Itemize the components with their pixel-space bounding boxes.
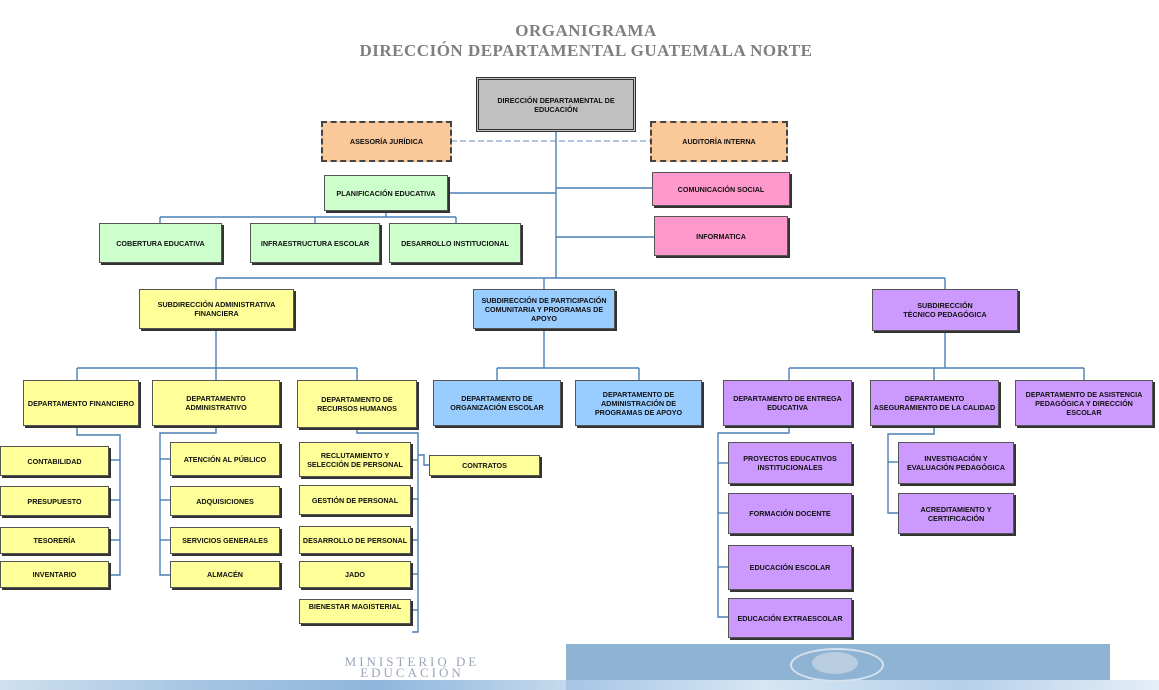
- node-almacen: ALMACÉN: [170, 561, 280, 588]
- node-departamento-aseguramiento: DEPARTAMENTO ASEGURAMIENTO DE LA CALIDAD: [870, 380, 999, 426]
- node-desarrollo-personal: DESARROLLO DE PERSONAL: [299, 526, 411, 554]
- node-departamento-administrativo: DEPARTAMENTO ADMINISTRATIVO: [152, 380, 280, 426]
- node-desarrollo-institucional: DESARROLLO INSTITUCIONAL: [389, 223, 521, 263]
- chart-title-line1: ORGANIGRAMA: [515, 21, 657, 40]
- node-subdireccion-tecnico: SUBDIRECCIÓN TÉCNICO PEDAGÓGICA: [872, 289, 1018, 331]
- node-inventario: INVENTARIO: [0, 561, 109, 588]
- node-informatica: INFORMATICA: [654, 216, 788, 256]
- node-investigacion-evaluacion: INVESTIGACIÓN Y EVALUACIÓN PEDAGÓGICA: [898, 442, 1014, 484]
- node-bienestar-magisterial: BIENESTAR MAGISTERIAL: [299, 599, 411, 624]
- node-departamento-asistencia: DEPARTAMENTO DE ASISTENCIA PEDAGÓGICA Y …: [1015, 380, 1153, 426]
- node-planificacion-educativa: PLANIFICACIÓN EDUCATIVA: [324, 175, 448, 211]
- node-subdireccion-participacion: SUBDIRECCIÓN DE PARTICIPACIÓN COMUNITARI…: [473, 289, 615, 329]
- node-acreditamiento-certificacion: ACREDITAMIENTO Y CERTIFICACIÓN: [898, 493, 1014, 534]
- node-gestion-personal: GESTIÓN DE PERSONAL: [299, 485, 411, 515]
- node-educacion-escolar: EDUCACIÓN ESCOLAR: [728, 545, 852, 590]
- node-cobertura-educativa: COBERTURA EDUCATIVA: [99, 223, 222, 263]
- footer-band-left: [0, 680, 566, 690]
- footer-band-strip: [566, 680, 1159, 690]
- republic-seal-icon: [790, 648, 884, 682]
- node-departamento-recursos-humanos: DEPARTAMENTO DE RECURSOS HUMANOS: [297, 380, 417, 428]
- node-educacion-extraescolar: EDUCACIÓN EXTRAESCOLAR: [728, 598, 852, 638]
- node-contratos: CONTRATOS: [429, 455, 540, 476]
- node-jado: JADO: [299, 561, 411, 588]
- node-asesoria-juridica: ASESORÍA JURÍDICA: [321, 121, 452, 162]
- node-departamento-financiero: DEPARTAMENTO FINANCIERO: [23, 380, 139, 426]
- node-comunicacion-social: COMUNICACIÓN SOCIAL: [652, 172, 790, 206]
- node-formacion-docente: FORMACIÓN DOCENTE: [728, 493, 852, 534]
- node-auditoria-interna: AUDITORÍA INTERNA: [650, 121, 788, 162]
- ministerio-logo-text: MINISTERIO DE EDUCACIÓN: [344, 654, 480, 680]
- node-departamento-entrega: DEPARTAMENTO DE ENTREGA EDUCATIVA: [723, 380, 852, 426]
- node-adquisiciones: ADQUISICIONES: [170, 486, 280, 516]
- node-infraestructura-escolar: INFRAESTRUCTURA ESCOLAR: [250, 223, 380, 263]
- node-contabilidad: CONTABILIDAD: [0, 446, 109, 476]
- node-atencion-publico: ATENCIÓN AL PÚBLICO: [170, 442, 280, 476]
- node-direccion-departamental: DIRECCIÓN DEPARTAMENTAL DE EDUCACIÓN: [476, 77, 636, 132]
- node-departamento-administracion-programas: DEPARTAMENTO DE ADMINISTRACIÓN DE PROGRA…: [575, 380, 702, 426]
- seal-emblem-icon: [812, 652, 858, 674]
- node-tesoreria: TESORERÍA: [0, 527, 109, 554]
- node-servicios-generales: SERVICIOS GENERALES: [170, 527, 280, 554]
- node-subdireccion-administrativa: SUBDIRECCIÓN ADMINISTRATIVA FINANCIERA: [139, 289, 294, 329]
- node-reclutamiento-seleccion: RECLUTAMIENTO Y SELECCIÓN DE PERSONAL: [299, 442, 411, 477]
- node-departamento-organizacion: DEPARTAMENTO DE ORGANIZACIÓN ESCOLAR: [433, 380, 561, 426]
- node-presupuesto: PRESUPUESTO: [0, 486, 109, 516]
- node-proyectos-educativos: PROYECTOS EDUCATIVOS INSTITUCIONALES: [728, 442, 852, 484]
- chart-title-line2: DIRECCIÓN DEPARTAMENTAL GUATEMALA NORTE: [359, 41, 813, 60]
